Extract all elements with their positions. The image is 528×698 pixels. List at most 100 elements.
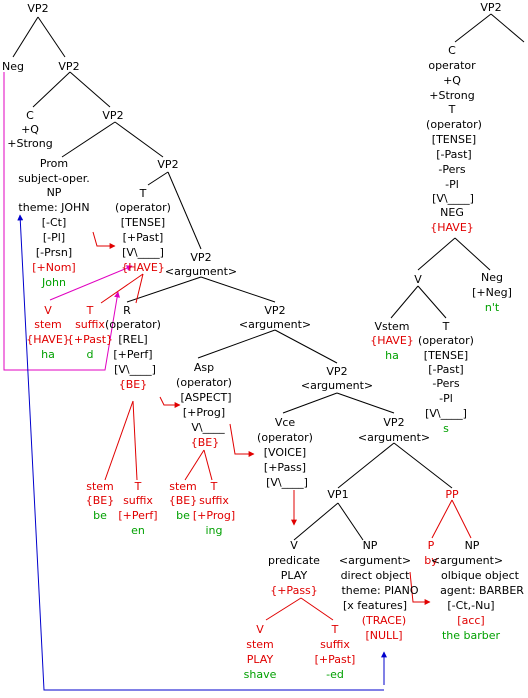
right-v-label: V — [414, 273, 422, 286]
right-t-line: -Pers — [432, 377, 460, 390]
vce-node-line: [V\____] — [266, 476, 308, 489]
asp-node-line: [ASPECT] — [180, 391, 231, 404]
np-obj-line: [x features] — [343, 599, 407, 612]
t-suffix-line: suffix — [75, 318, 105, 331]
be2-stem-line: stem — [169, 480, 197, 493]
right-c-line: T — [448, 103, 456, 116]
argument-label: <argument> — [358, 431, 430, 444]
vce-node-line: (operator) — [257, 431, 313, 444]
vp2-label: VP2 — [264, 304, 285, 317]
main-tree-labels: VP2 Neg VP2 C +Q +Strong VP2 Prom subjec… — [2, 2, 524, 681]
vp2-label: VP2 — [58, 60, 79, 73]
right-tree-branches — [390, 13, 525, 319]
right-vstem-word: ha — [385, 349, 399, 362]
asp-node-line: Asp — [194, 361, 214, 374]
t-node-have: {HAVE} — [121, 261, 165, 274]
right-c-line: [-Past] — [436, 148, 471, 161]
ed-suffix-word: -ed — [326, 668, 344, 681]
prom-node-line: Prom — [40, 157, 68, 170]
np-agent-line: olbique object — [441, 569, 520, 582]
t-suffix-word: d — [87, 348, 94, 361]
asp-node-be: {BE} — [191, 436, 220, 449]
right-c-line: [V\____] — [432, 192, 474, 205]
right-c-line: -Pl — [445, 178, 459, 191]
ing-suffix-word: ing — [205, 524, 222, 537]
be-stem-line: stem — [86, 480, 114, 493]
right-c-have: {HAVE} — [430, 221, 474, 234]
vce-node-line: Vce — [275, 416, 296, 429]
np-obj-line: <argument> — [339, 554, 411, 567]
prom-node-line: [-Ct] — [42, 216, 67, 229]
be2-stem-line: {BE} — [169, 494, 198, 507]
right-neg-line: [+Neg] — [472, 286, 512, 299]
asp-node-line: (operator) — [176, 376, 232, 389]
t-node-line: [+Past] — [123, 231, 164, 244]
play-stem-word: shave — [244, 668, 277, 681]
t-node-line: T — [139, 187, 147, 200]
ed-suffix-line: T — [331, 623, 339, 636]
movement-arrows — [3, 72, 431, 691]
r-node-line: R — [123, 304, 131, 317]
argument-label: <argument> — [165, 265, 237, 278]
ing-suffix-line: suffix — [199, 494, 229, 507]
r-node-line: (operator) — [105, 318, 161, 331]
right-t-line: [TENSE] — [424, 349, 468, 362]
right-t-word: s — [443, 422, 449, 435]
prom-word: John — [41, 276, 66, 289]
t-node-line: (operator) — [115, 201, 171, 214]
right-c-line: -Pers — [438, 163, 466, 176]
root-vp2-label: VP2 — [27, 2, 48, 15]
r-node-line: [REL] — [118, 333, 147, 346]
v-stem-line: {HAVE} — [26, 333, 70, 346]
en-suffix-line: [+Perf] — [118, 509, 157, 522]
right-c-line: +Q — [443, 74, 461, 87]
pred-passive: {+Pass} — [270, 584, 318, 597]
en-suffix-word: en — [131, 524, 145, 537]
vp2-label: VP2 — [157, 158, 178, 171]
np-obj-null: [NULL] — [365, 629, 402, 642]
ing-suffix-line: T — [210, 480, 218, 493]
right-c-line: C — [448, 44, 456, 57]
vp2-label: VP2 — [190, 251, 211, 264]
right-root-vp2: VP2 — [480, 1, 501, 14]
right-neg-line: Neg — [481, 271, 503, 284]
prom-node-line: subject-oper. — [18, 172, 90, 185]
ing-suffix-line: [+Prog] — [193, 509, 235, 522]
t-suffix-line: T — [86, 304, 94, 317]
be-stem-line: {BE} — [86, 494, 115, 507]
red-morphology-branches — [100, 273, 472, 621]
np-agent-line: <argument> — [431, 554, 503, 567]
be-stem-word: be — [93, 509, 107, 522]
pred-line: V — [290, 539, 298, 552]
asp-node-line: V\____ — [191, 421, 225, 434]
vp2-label: VP2 — [102, 109, 123, 122]
np-obj-line: direct object — [341, 569, 411, 582]
np-obj-line: theme: PIANO — [341, 584, 418, 597]
prom-node-line: NP — [47, 186, 62, 199]
ed-suffix-line: [+Past] — [315, 653, 356, 666]
v-stem-line: stem — [34, 318, 62, 331]
right-c-line: (operator) — [426, 118, 482, 131]
r-node-line: [+Perf] — [113, 348, 152, 361]
c-node-line: +Strong — [7, 137, 52, 150]
np-agent-line: agent: BARBER — [440, 584, 524, 597]
t-node-line: [TENSE] — [121, 216, 165, 229]
pp-label: PP — [445, 488, 459, 501]
right-t-line: [-Past] — [428, 363, 463, 376]
pred-line: predicate — [268, 554, 320, 567]
r-node-be: {BE} — [119, 378, 148, 391]
np-agent-line: [-Ct,-Nu] — [447, 599, 494, 612]
right-tree-labels: VP2 C operator +Q +Strong T (operator) [… — [370, 1, 512, 435]
v-stem-line: V — [44, 304, 52, 317]
c-node-line: C — [26, 109, 34, 122]
r-node-line: [V\____] — [114, 363, 156, 376]
prom-case-feature: [+Nom] — [32, 261, 75, 274]
right-t-line: [V\____] — [425, 407, 467, 420]
prom-node-line: [-Pl] — [43, 231, 65, 244]
neg-label: Neg — [2, 60, 24, 73]
vce-node-line: [+Pass] — [264, 461, 306, 474]
np-agent-case: [acc] — [457, 614, 484, 627]
right-c-line: [TENSE] — [432, 133, 476, 146]
p-word: by — [424, 554, 438, 567]
